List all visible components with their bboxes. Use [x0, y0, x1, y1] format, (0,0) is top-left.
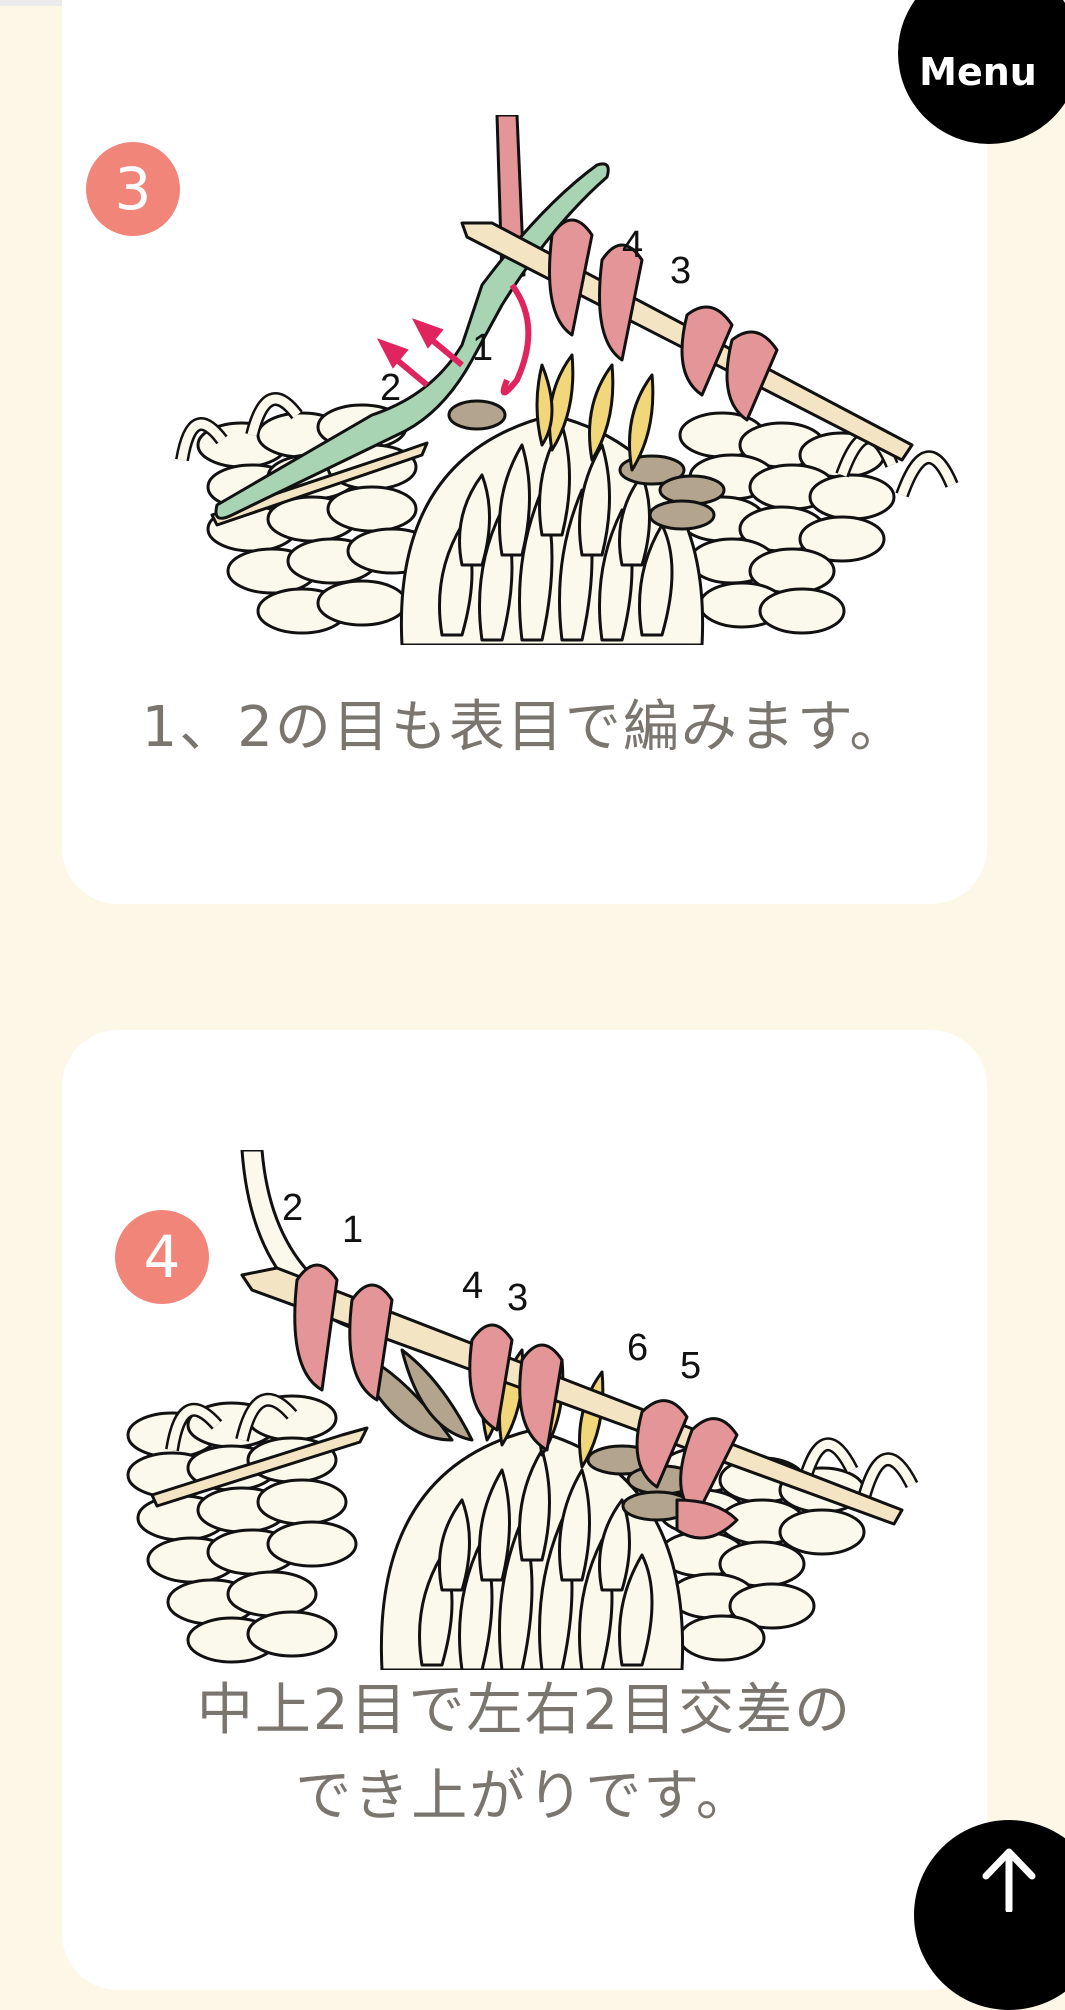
step-caption: 中上2目で左右2目交差の でき上がりです。	[196, 1678, 853, 1829]
stitch-label: 2	[380, 367, 401, 409]
stitch-label: 5	[680, 1345, 701, 1387]
step-caption: 1、2の目も表目で編みます。	[141, 695, 908, 760]
step-number-badge: 3	[86, 142, 180, 236]
stitch-label: 3	[507, 1277, 528, 1319]
knitting-illustration-step-3: 4 3 1 2	[175, 115, 959, 645]
stitch-label: 4	[622, 224, 643, 266]
knitting-illustration-step-4: 2 1 4 3 6 5	[126, 1150, 919, 1670]
stitch-label: 6	[627, 1327, 648, 1369]
stitch-label: 3	[670, 250, 691, 292]
stitch-label: 1	[472, 327, 493, 369]
step-card-4: 4	[62, 1030, 987, 1990]
stitch-label: 1	[342, 1209, 363, 1251]
arrow-up-icon	[982, 1848, 1036, 1912]
stitch-label: 4	[462, 1265, 483, 1307]
stitch-label: 2	[282, 1187, 303, 1229]
step-card-3: 3	[62, 0, 987, 904]
step-number-badge: 4	[115, 1210, 209, 1304]
menu-label: Menu	[919, 50, 1037, 94]
